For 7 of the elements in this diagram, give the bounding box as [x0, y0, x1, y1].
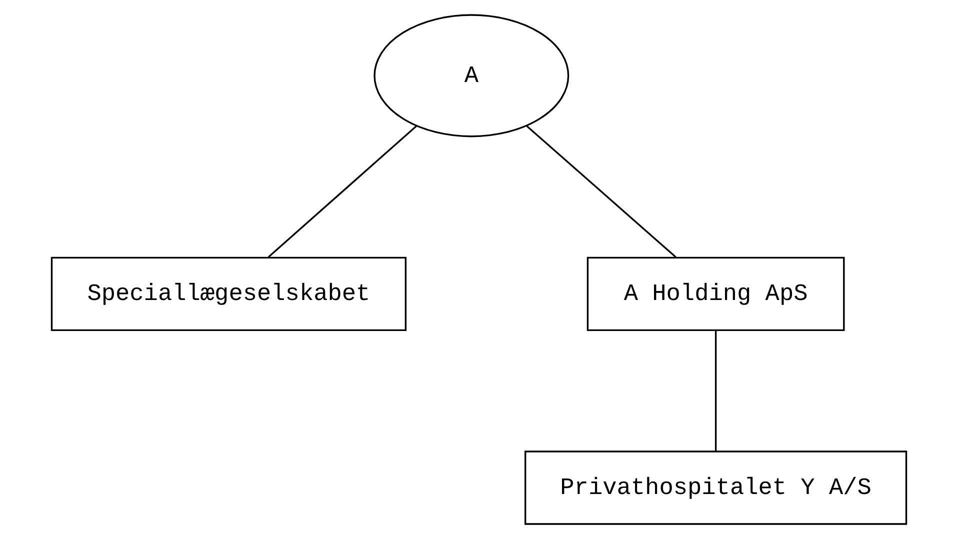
- node-box: A Holding ApS: [586, 256, 845, 332]
- node-ellipse: A: [374, 14, 570, 138]
- node-box: Privathospitalet Y A/S: [524, 450, 908, 525]
- connector: [268, 125, 417, 258]
- connector: [714, 330, 717, 452]
- connector: [526, 125, 676, 258]
- node-box: Speciallægeselskabet: [50, 256, 407, 332]
